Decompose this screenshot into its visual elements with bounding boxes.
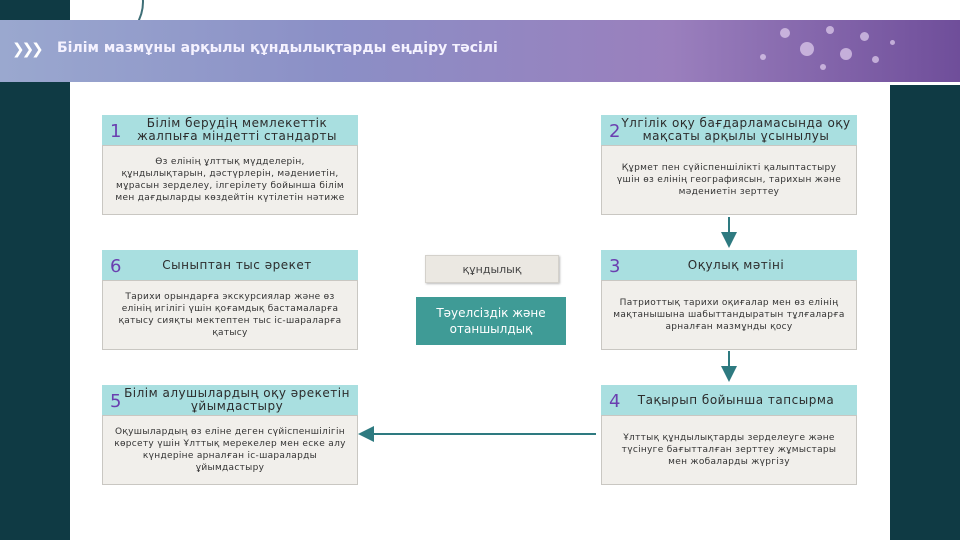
step-box-1: 1 Білім берудің мемлекеттік жалпыға мінд… — [102, 115, 358, 215]
step-title: Тақырып бойынша тапсырма — [637, 392, 835, 407]
page-title: Білім мазмұны арқылы құндылықтарды еңдір… — [57, 40, 498, 56]
header-banner — [0, 20, 960, 82]
step-title: Оқулық мәтіні — [687, 257, 785, 272]
step-number: 1 — [110, 121, 122, 142]
step-number: 6 — [110, 256, 122, 277]
central-value-box: Тәуелсіздік және отаншылдық — [416, 297, 566, 345]
step-number: 5 — [110, 391, 122, 412]
step-box-6: 6 Сыныптан тыс әрекет Тарихи орындарға э… — [102, 250, 358, 350]
step-description: Оқушылардың өз еліне деген сүйіспеншіліг… — [102, 415, 358, 485]
step-description: Құрмет пен сүйіспеншілікті қалыптастыру … — [601, 145, 857, 215]
step-description: Ұлттық құндылықтарды зерделеуге және түс… — [601, 415, 857, 485]
left-decor-band — [0, 0, 70, 540]
step-header: 2 Үлгілік оқу бағдарламасында оқу мақсат… — [601, 115, 857, 145]
step-title: Білім алушылардың оқу әрекетін ұйымдасты… — [124, 386, 350, 413]
step-title: Сыныптан тыс әрекет — [162, 257, 312, 272]
step-number: 4 — [609, 391, 621, 412]
step-description: Тарихи орындарға экскурсиялар және өз ел… — [102, 280, 358, 350]
step-description: Патриоттық тарихи оқиғалар мен өз елінің… — [601, 280, 857, 350]
value-label: құндылық — [425, 255, 559, 283]
step-description: Өз елінің ұлттық мүдделерін, құндылықтар… — [102, 145, 358, 215]
chevron-right-icon: ❯❯❯ — [12, 40, 44, 58]
step-header: 4 Тақырып бойынша тапсырма — [601, 385, 857, 415]
step-title: Үлгілік оқу бағдарламасында оқу мақсаты … — [621, 116, 851, 143]
step-header: 1 Білім берудің мемлекеттік жалпыға мінд… — [102, 115, 358, 145]
step-box-4: 4 Тақырып бойынша тапсырма Ұлттық құндыл… — [601, 385, 857, 485]
step-box-2: 2 Үлгілік оқу бағдарламасында оқу мақсат… — [601, 115, 857, 215]
step-box-3: 3 Оқулық мәтіні Патриоттық тарихи оқиғал… — [601, 250, 857, 350]
step-title: Білім берудің мемлекеттік жалпыға міндет… — [137, 116, 337, 143]
step-header: 5 Білім алушылардың оқу әрекетін ұйымдас… — [102, 385, 358, 415]
step-header: 3 Оқулық мәтіні — [601, 250, 857, 280]
step-header: 6 Сыныптан тыс әрекет — [102, 250, 358, 280]
step-number: 2 — [609, 121, 621, 142]
right-decor-band — [885, 85, 960, 540]
step-box-5: 5 Білім алушылардың оқу әрекетін ұйымдас… — [102, 385, 358, 485]
step-number: 3 — [609, 256, 621, 277]
